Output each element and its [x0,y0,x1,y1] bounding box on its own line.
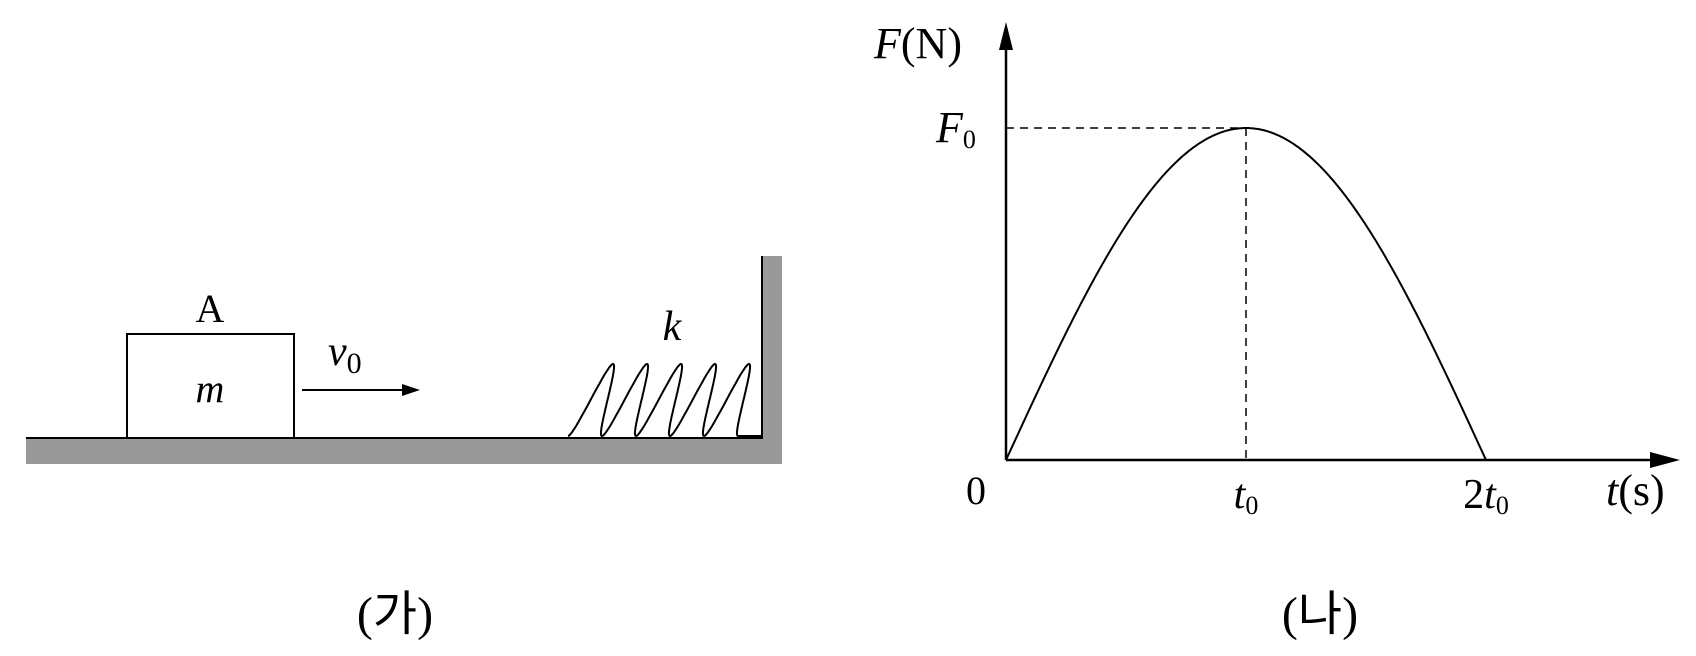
x-axis-label: t(s) [1606,466,1665,515]
y-axis-arrow [999,22,1013,50]
force-curve-series [1005,127,1487,461]
spring-coil [567,363,762,437]
block-label: A [196,286,225,331]
panel-b-caption: (나) [1282,588,1358,641]
block-a [126,333,295,439]
spring-label: k [663,304,683,350]
panel-b-force-time-graph: F(N) t(s) 0 F0 t0 2t0 (나) [873,19,1680,641]
velocity-arrow-head [402,384,420,396]
panel-a-caption: (가) [357,588,433,641]
y-tick-label-f0: F0 [935,103,976,154]
velocity-label: v0 [328,329,362,380]
y-axis-label: F(N) [873,19,962,68]
origin-label: 0 [966,468,986,513]
wall [762,256,782,464]
x-tick-label-2t0: 2t0 [1463,472,1509,520]
x-axis-arrow [1650,452,1680,468]
mass-label: m [196,366,225,411]
x-tick-label-t0: t0 [1234,472,1259,520]
panel-a-block-spring-diagram: A m v0 k (가) [26,256,782,641]
ground-surface [26,438,782,464]
